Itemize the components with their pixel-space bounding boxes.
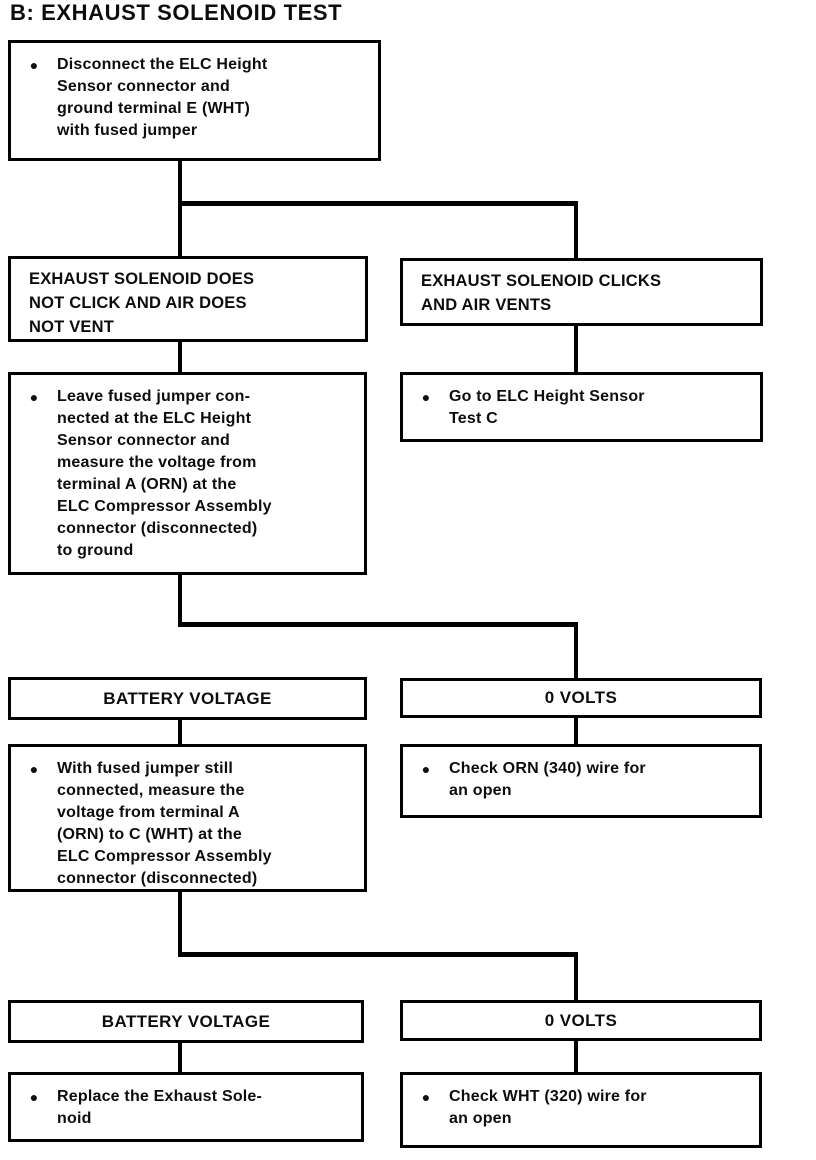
bullet-icon: ●: [421, 1089, 431, 1105]
bullet-icon: ●: [421, 761, 431, 777]
connector-h-split2: [178, 622, 578, 627]
flow-node-zero-volts-1: 0 VOLTS: [400, 678, 762, 718]
flow-node-text: BATTERY VOLTAGE: [101, 1011, 271, 1031]
connector-v-step1-left: [178, 161, 182, 258]
connector-v-left-1: [178, 342, 182, 372]
connector-v-right-1: [574, 326, 578, 372]
flow-node-replace-solenoid: ● Replace the Exhaust Sole-noid: [8, 1072, 364, 1142]
flow-node-battery-voltage-1: BATTERY VOLTAGE: [8, 677, 367, 720]
connector-v-split2-left: [178, 575, 182, 627]
bullet-icon: ●: [29, 57, 39, 73]
bullet-icon: ●: [421, 389, 431, 405]
connector-v-left-2: [178, 720, 182, 744]
connector-v-split3-left: [178, 892, 182, 957]
bullet-icon: ●: [29, 761, 39, 777]
flow-node-text: Leave fused jumper con-nected at the ELC…: [57, 388, 272, 559]
flow-node-text: 0 VOLTS: [544, 688, 618, 707]
flow-node-zero-volts-2: 0 VOLTS: [400, 1000, 762, 1041]
page-title: B: EXHAUST SOLENOID TEST: [10, 0, 343, 25]
flow-node-text: BATTERY VOLTAGE: [103, 688, 272, 708]
flow-node-measure-terminal-a: ● Leave fused jumper con-nected at the E…: [8, 372, 367, 575]
connector-v-split1-right: [574, 201, 578, 258]
connector-h-split3: [178, 952, 578, 957]
flow-node-text: 0 VOLTS: [544, 1010, 618, 1030]
connector-h-split1: [178, 201, 578, 206]
connector-v-left-3: [178, 1043, 182, 1072]
bullet-icon: ●: [29, 389, 39, 405]
bullet-icon: ●: [29, 1089, 39, 1105]
connector-v-split3-right: [574, 952, 578, 1000]
connector-v-split2-right: [574, 622, 578, 678]
flow-node-text: Replace the Exhaust Sole-noid: [57, 1088, 263, 1127]
flow-node-battery-voltage-2: BATTERY VOLTAGE: [8, 1000, 364, 1043]
connector-v-right-3: [574, 1041, 578, 1072]
connector-v-right-2: [574, 718, 578, 744]
